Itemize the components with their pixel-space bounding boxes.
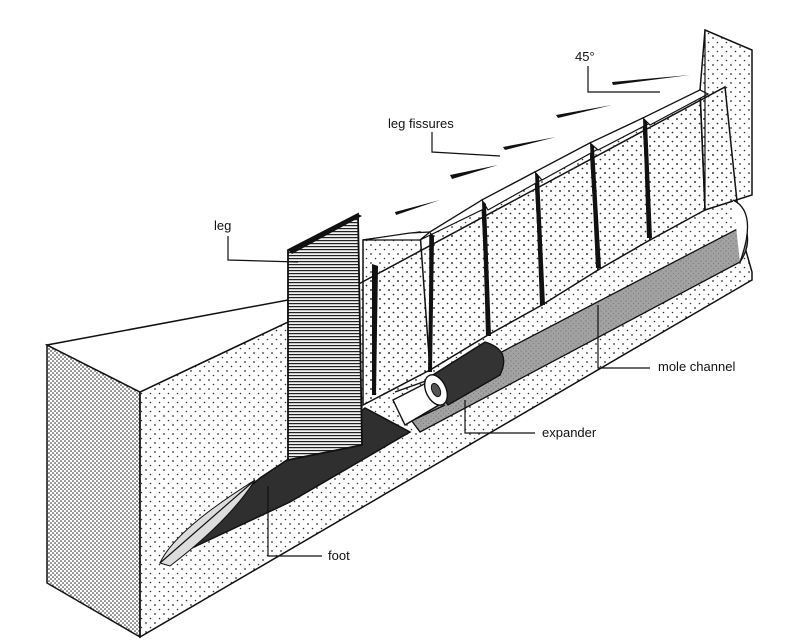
leg-blade: [287, 212, 363, 462]
expander-cylinder: [423, 341, 505, 406]
label-mole-channel: mole channel: [658, 359, 736, 374]
fissure-spikes: [395, 75, 690, 215]
label-leg-fissures: leg fissures: [388, 116, 454, 131]
leader-lines: [227, 66, 660, 557]
soil-end-face: [46, 343, 141, 639]
label-expander: expander: [542, 425, 597, 440]
fissure-cracks: [372, 118, 652, 395]
label-foot: foot: [328, 548, 350, 563]
fissure-blocks: [362, 28, 753, 407]
label-leg: leg: [214, 218, 232, 233]
label-angle: 45°: [575, 49, 595, 64]
